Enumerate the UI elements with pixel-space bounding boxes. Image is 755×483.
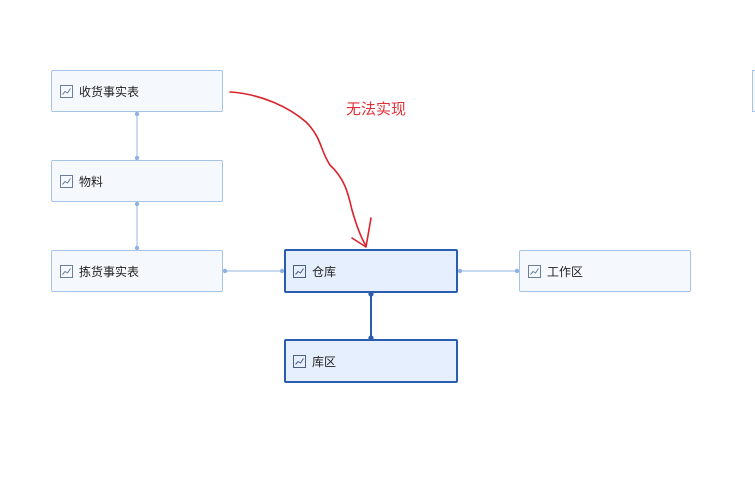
chart-line-icon — [293, 264, 306, 278]
edge-port — [514, 268, 520, 274]
node-label: 拣货事实表 — [79, 264, 140, 279]
node-label: 库区 — [312, 354, 337, 369]
edge-port — [279, 268, 285, 274]
chart-line-icon — [60, 264, 73, 278]
edge-port — [134, 201, 140, 207]
node-label: 收货事实表 — [79, 84, 140, 99]
node-label: 仓库 — [312, 264, 337, 279]
edge-port — [457, 268, 463, 274]
hand-drawn-arrow — [229, 91, 367, 247]
node-storage-zone[interactable]: 库区 — [284, 339, 458, 383]
node-label: 物料 — [79, 174, 104, 189]
edge-port — [134, 111, 140, 117]
hand-drawn-arrow-head — [351, 217, 372, 248]
edge-port — [134, 245, 140, 251]
chart-line-icon — [60, 174, 73, 188]
edge-port — [222, 268, 228, 274]
chart-line-icon — [293, 354, 306, 368]
edge-port — [134, 155, 140, 161]
node-work-area[interactable]: 工作区 — [519, 250, 691, 292]
node-material[interactable]: 物料 — [51, 160, 223, 202]
chart-line-icon — [60, 84, 73, 98]
node-picking-fact[interactable]: 拣货事实表 — [51, 250, 223, 292]
node-warehouse[interactable]: 仓库 — [284, 249, 458, 293]
node-label: 工作区 — [547, 264, 584, 279]
node-receiving-fact[interactable]: 收货事实表 — [51, 70, 223, 112]
annotation-text: 无法实现 — [346, 100, 407, 118]
offscreen-node-stub[interactable] — [752, 70, 755, 112]
chart-line-icon — [528, 264, 541, 278]
